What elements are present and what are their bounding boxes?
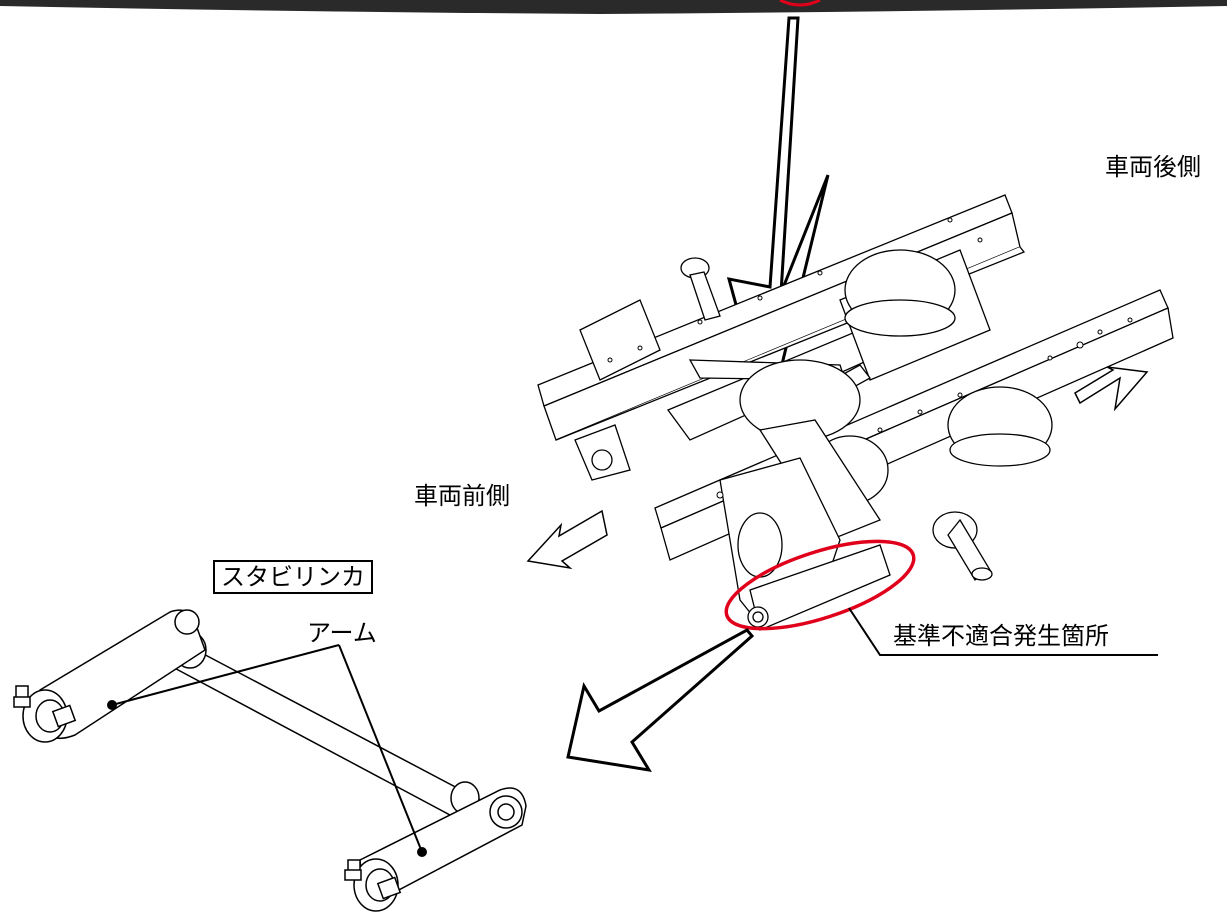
arm-leaders: [107, 644, 427, 857]
front-direction-arrow: [526, 509, 608, 570]
vehicle-front-label: 車両前側: [414, 482, 510, 510]
stabilinker-label: スタビリンカ: [213, 560, 373, 594]
top-cropped-band: [0, 0, 1227, 14]
down-left-arrow: [566, 628, 755, 772]
arm-label: アーム: [307, 619, 377, 647]
rear-direction-arrow: [1074, 366, 1149, 412]
chassis-drawing: [537, 194, 1174, 631]
nonconformity-location-label: 基準不適合発生箇所: [893, 622, 1109, 650]
stabilinker-drawing: [13, 609, 527, 912]
nonconformity-leader: [848, 607, 1158, 656]
vehicle-rear-label: 車両後側: [1105, 153, 1201, 181]
nonconformity-highlight: [724, 539, 916, 631]
